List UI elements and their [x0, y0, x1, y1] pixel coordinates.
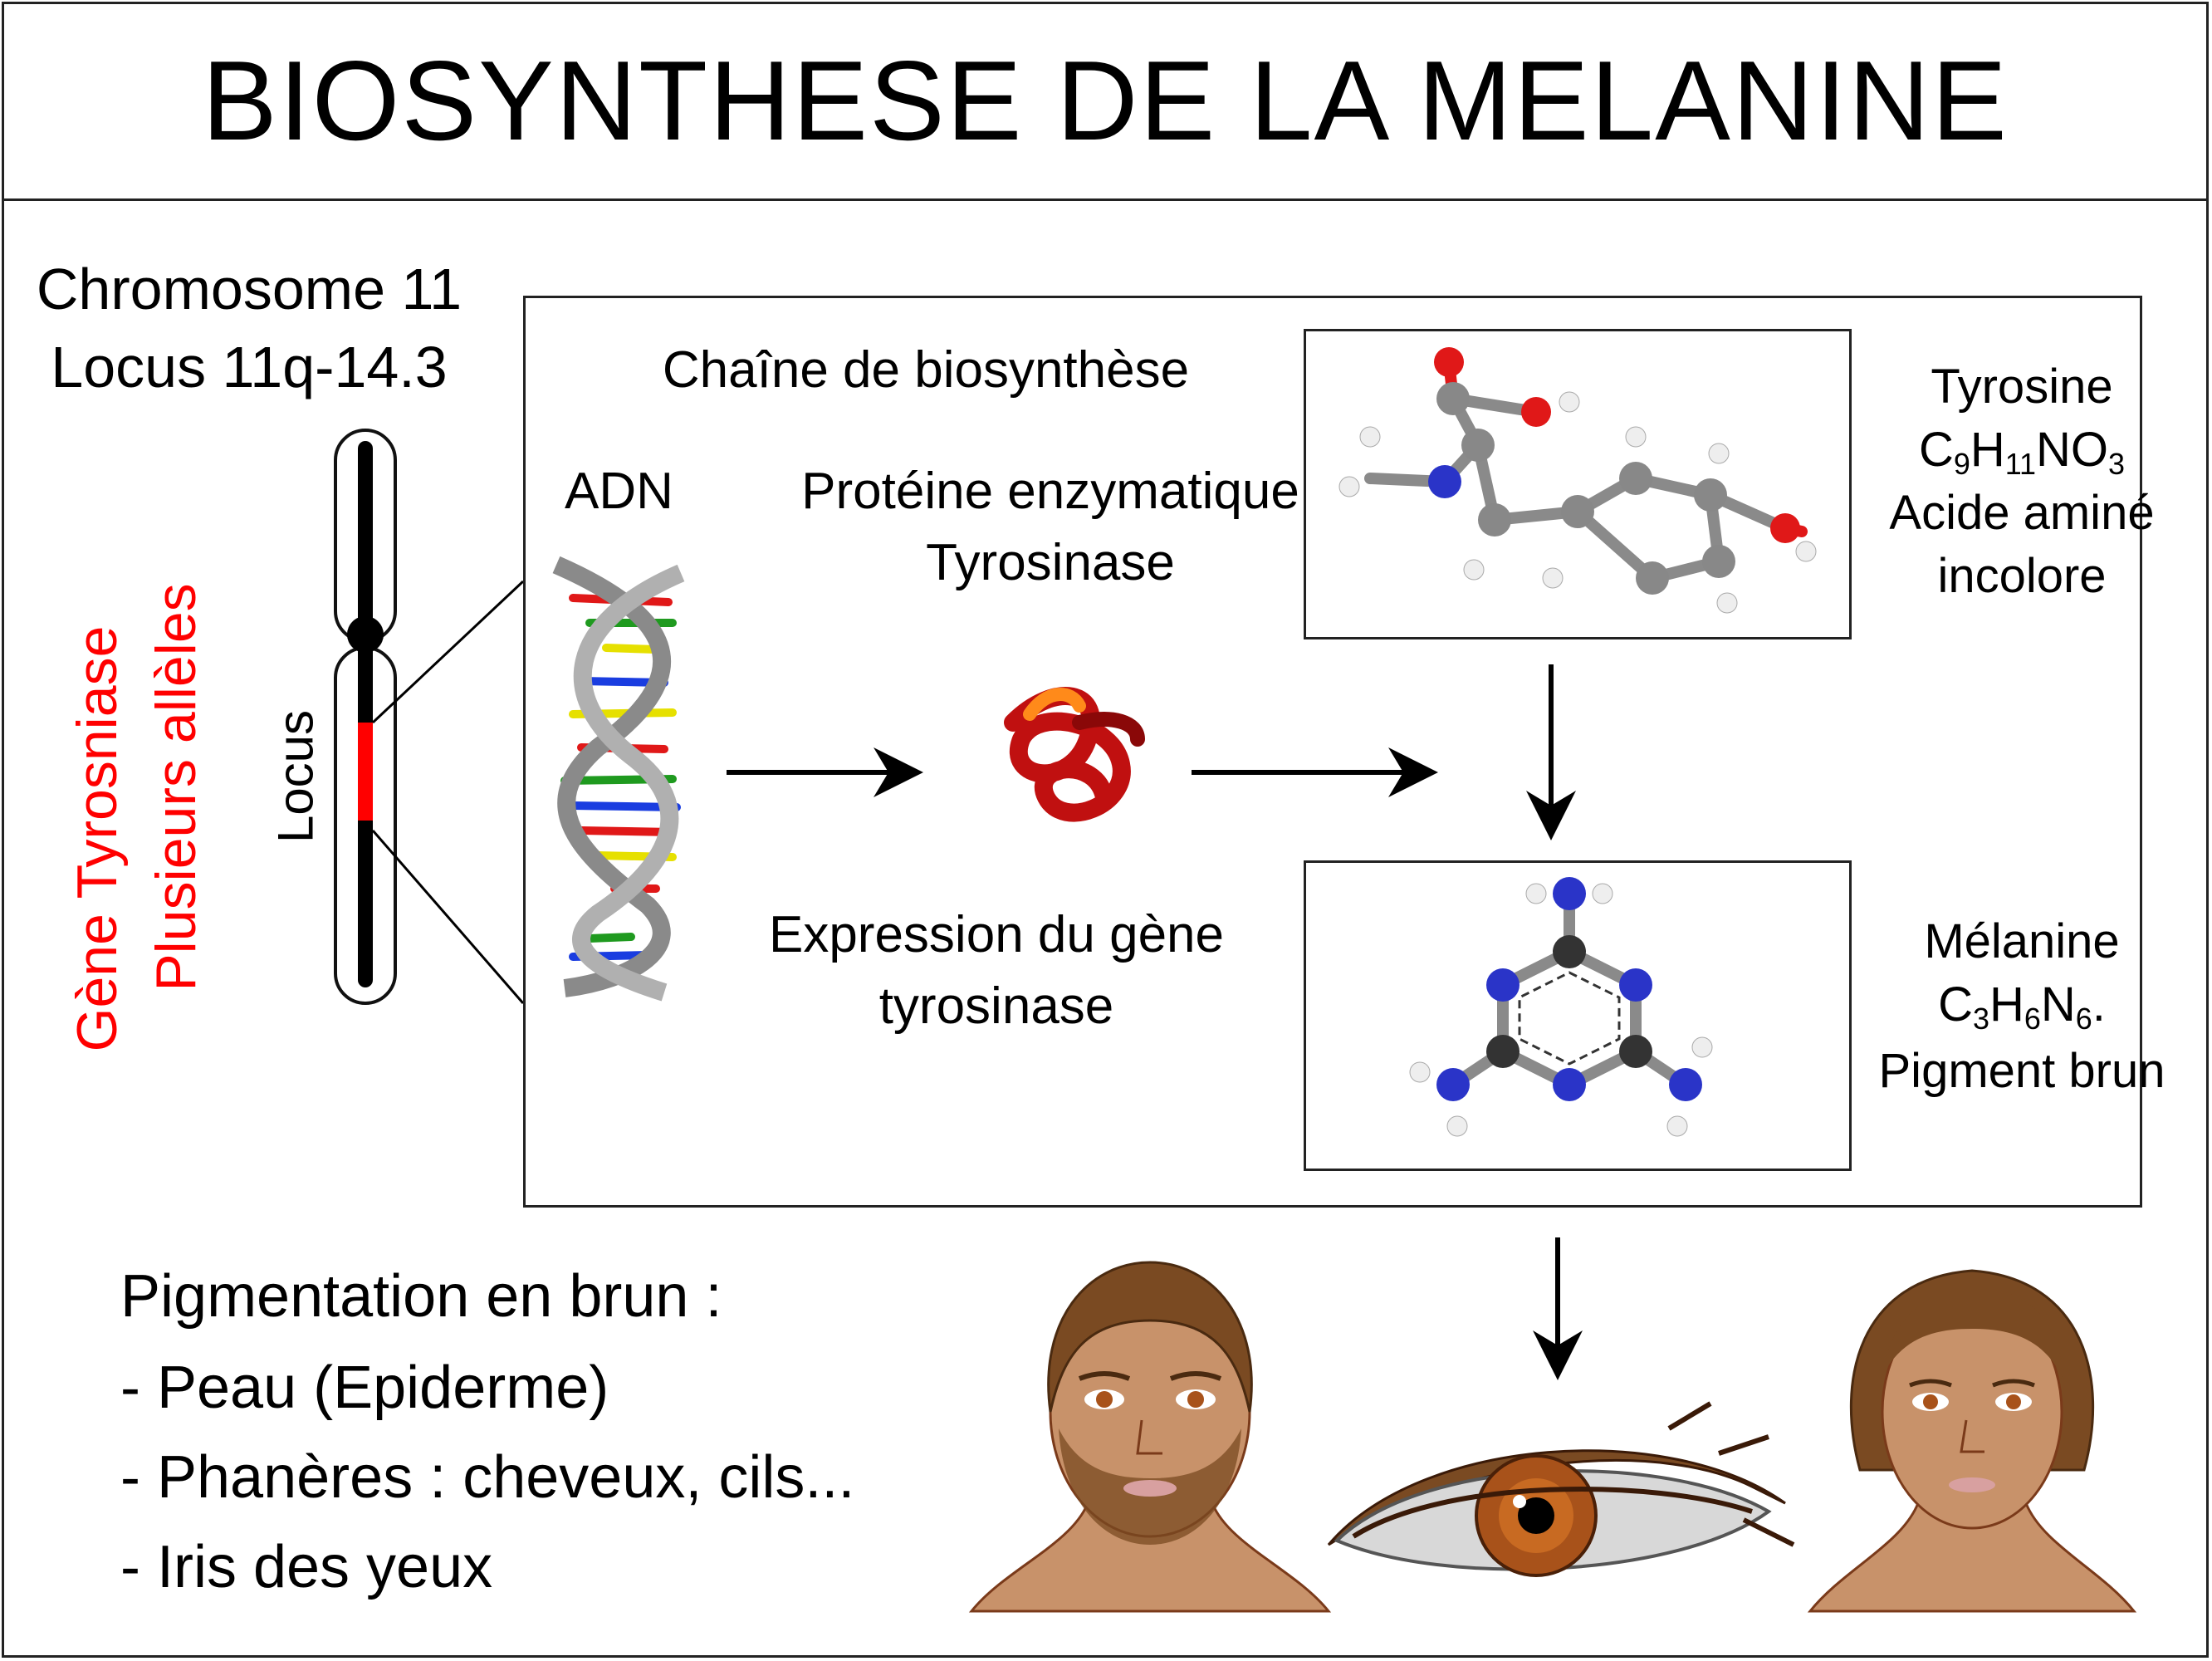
melanine-formula: C3H6N6.: [1938, 977, 2106, 1036]
biosynthesis-box: [523, 296, 2142, 1208]
melanine-name: Mélanine: [1924, 914, 2120, 968]
pigmentation-heading: Pigmentation en brun :: [120, 1263, 722, 1330]
centromere: [347, 616, 384, 653]
melanine-description: Pigment brun: [1878, 1044, 2166, 1098]
pigmentation-item: - Iris des yeux: [120, 1534, 493, 1600]
chromosome-name: Chromosome 11: [36, 257, 462, 321]
man-face-icon: [968, 1261, 1332, 1613]
woman-face-icon: [1807, 1269, 2137, 1613]
tyrosine-color: incolore: [1937, 549, 2107, 603]
tyrosine-type: Acide aminé: [1889, 486, 2155, 540]
tyrosine-formula: C9H11NO3: [1918, 423, 2126, 482]
tyrosine-name: Tyrosine: [1931, 360, 2113, 414]
chromosome-locus: Locus 11q-14.3: [51, 335, 448, 399]
zoom-line-top: [371, 580, 525, 724]
dna-label: ADN: [565, 463, 673, 520]
page-title: BIOSYNTHESE DE LA MELANINE: [202, 37, 2009, 164]
dna-helix-icon: [552, 556, 685, 1002]
title-bar: BIOSYNTHESE DE LA MELANINE: [2, 2, 2209, 201]
pigmentation-item: - Peau (Epiderme): [120, 1355, 609, 1421]
pigmentation-item: - Phanères : cheveux, cils...: [120, 1444, 855, 1511]
expression-label-2: tyrosinase: [878, 977, 1114, 1035]
expression-label: Expression du gène: [768, 906, 1225, 963]
melanine-molecule-box: [1304, 860, 1852, 1171]
chain-heading: Chaîne de biosynthèse: [662, 341, 1190, 399]
protein-icon: [1004, 687, 1145, 822]
protein-label: Protéine enzymatique: [801, 463, 1299, 520]
tyrosine-molecule-icon: [1338, 347, 1817, 614]
gene-locus-band: [358, 723, 373, 821]
zoom-line-bottom: [371, 830, 525, 1004]
eye-icon: [1327, 1401, 1795, 1577]
tyrosinase-label: Tyrosinase: [926, 534, 1175, 591]
melanine-molecule-icon: [1409, 877, 1713, 1137]
